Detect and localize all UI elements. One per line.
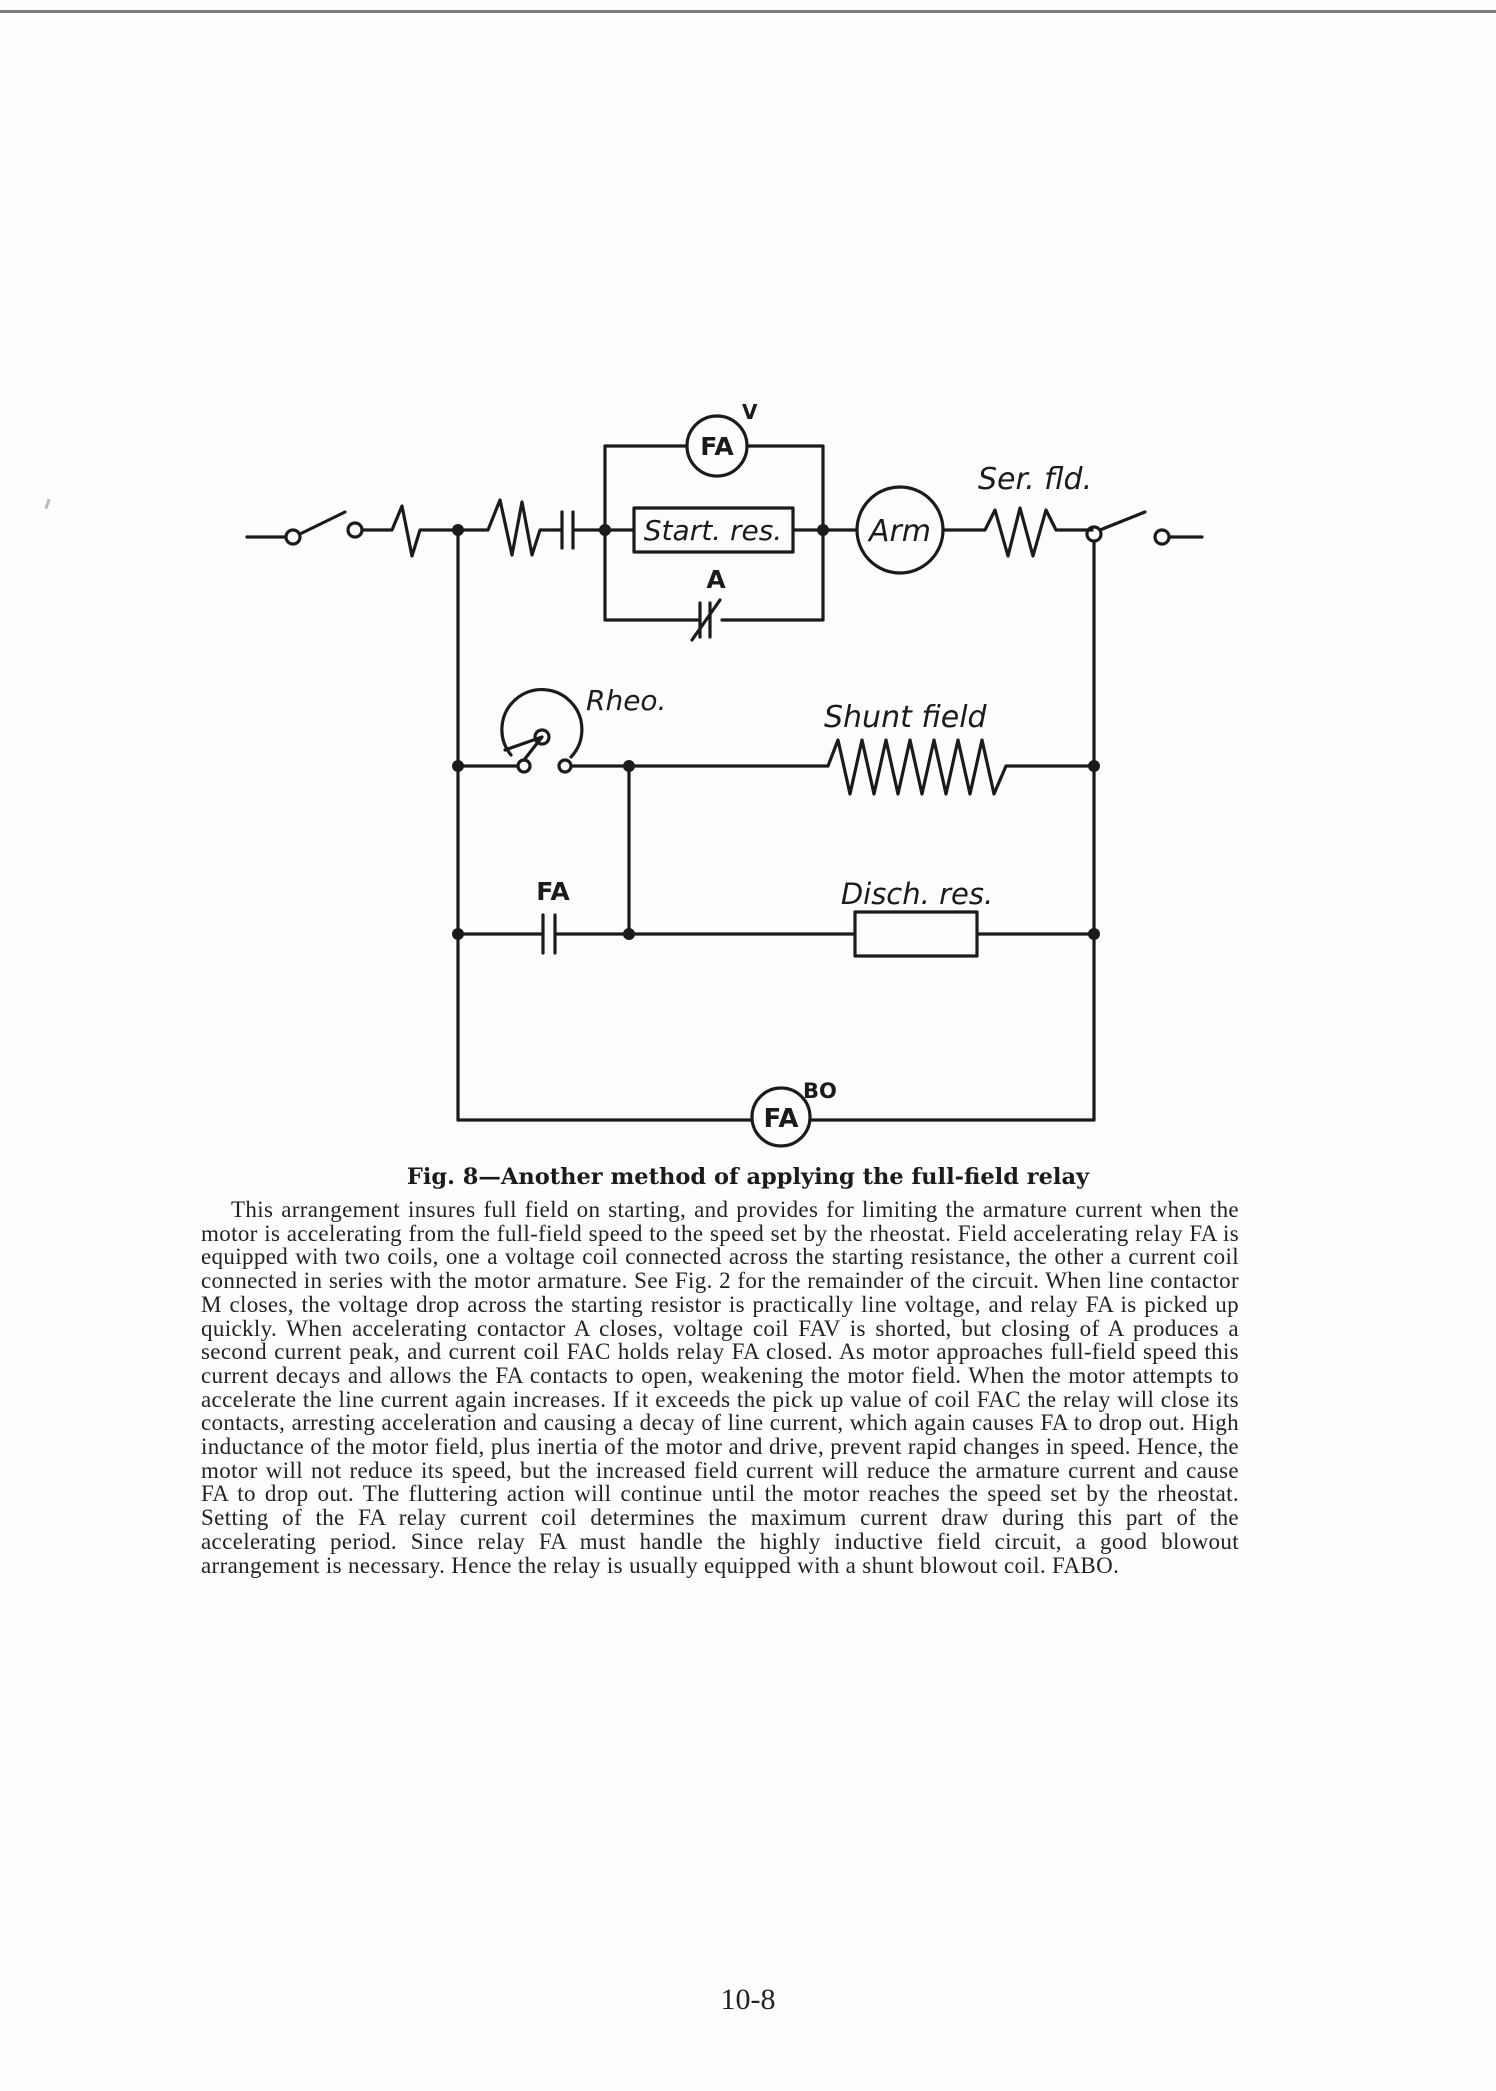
fac-coil [456,498,558,557]
fa-contact-label: FA [536,877,570,906]
left-terminal [284,528,302,546]
a-contact [690,598,722,642]
body-paragraph: This arrangement insures full field on s… [201,1197,1239,1578]
right-terminal [1153,528,1171,546]
junction-shunt-right [1088,760,1100,772]
fa-contact [456,913,631,955]
fav-coil-label: FA [700,432,734,461]
top-edge-rule [0,10,1496,13]
circuit-diagram: FA V Start. res. A Arm Ser. fld. [245,400,1204,1148]
start-resistor-block: FA V Start. res. A [603,400,829,642]
left-switch-blade [298,510,347,536]
rheostat-arc [500,687,584,759]
discharge-branch: FA Disch. res. [452,877,1100,958]
rheo-label: Rheo. [586,684,666,717]
blowout-coil-label: FA [764,1104,799,1134]
rheo-right-terminal [557,758,573,774]
a-contact-label: A [706,565,726,594]
rheostat-arm [503,735,544,762]
start-resistor [632,506,795,554]
shunt-field-label: Shunt field [824,700,988,735]
armature-label: Arm [867,514,931,549]
fav-branch-wire [603,444,825,532]
figure-caption: Fig. 8—Another method of applying the fu… [406,1164,1090,1190]
m-contact [554,510,607,550]
blowout-branch: FA BO [456,1079,1096,1148]
series-field-coil [941,506,1094,558]
a-contact-branch-wire [603,528,825,622]
disch-res-label: Disch. res. [841,877,993,911]
discharge-resistor [853,910,979,958]
page-number: 10-8 [720,1983,776,2016]
shunt-field-coil [826,738,1096,796]
series-field-label: Ser. fld. [978,462,1092,497]
rheo-left-terminal [516,758,532,774]
armature-series-field: Arm Ser. fld. [821,462,1204,575]
fav-coil-superscript: V [742,400,758,424]
right-switch-blade [1098,510,1147,532]
rheostat-pivot [533,728,551,746]
blowout-coil-superscript: BO [803,1079,837,1103]
fav-coil-circle [685,414,749,478]
left-switch-pivot [346,521,364,539]
start-res-label: Start. res. [644,514,782,547]
ol-heater [360,504,460,558]
shunt-field-branch: Rheo. Shunt field [452,684,1100,796]
blowout-coil-circle [750,1086,812,1148]
junction-disch-right [1088,928,1100,940]
main-line-wires [245,498,611,558]
